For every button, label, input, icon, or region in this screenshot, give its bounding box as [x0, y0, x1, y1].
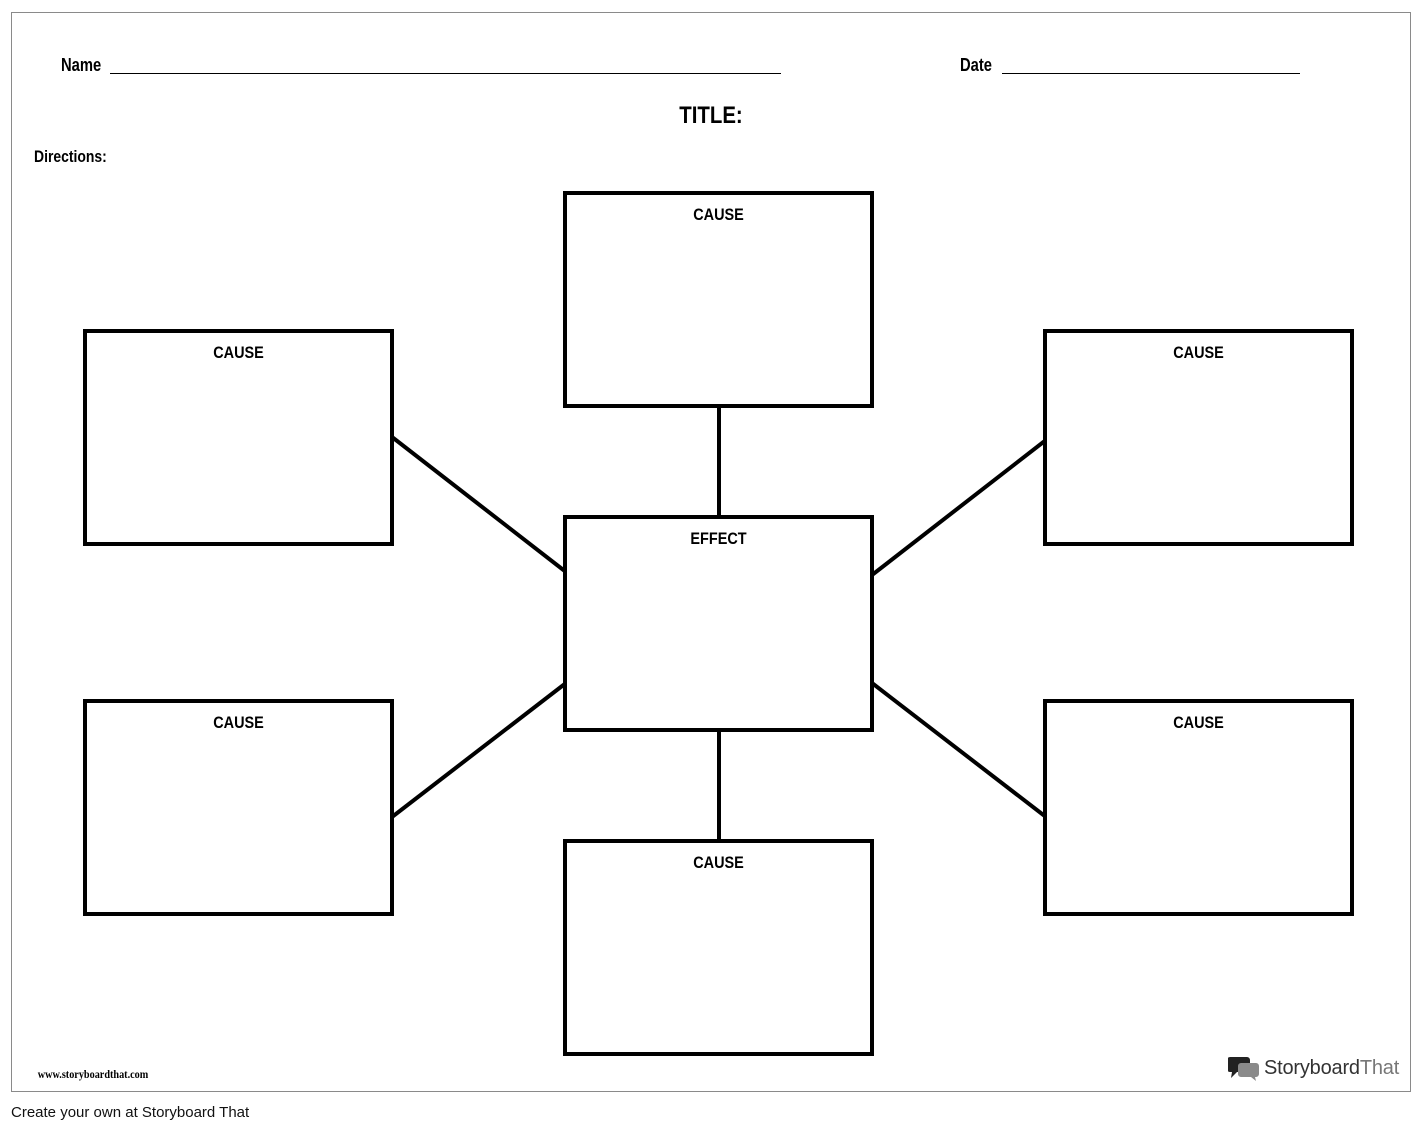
cause-box-upper-right[interactable]: CAUSE — [1043, 329, 1354, 546]
storyboardthat-logo[interactable]: StoryboardThat — [1228, 1055, 1399, 1081]
speech-bubbles-icon — [1228, 1057, 1259, 1081]
cause-label: CAUSE — [1173, 713, 1224, 732]
logo-text-light: That — [1359, 1056, 1400, 1079]
cause-box-upper-left[interactable]: CAUSE — [83, 329, 394, 546]
connector-lower-left — [390, 681, 568, 819]
worksheet: Name Date TITLE: Directions: CAUSE CAUSE… — [11, 12, 1411, 1092]
name-line — [110, 73, 781, 74]
date-line — [1002, 73, 1300, 74]
effect-label: EFFECT — [690, 529, 747, 548]
logo-text: StoryboardThat — [1264, 1057, 1399, 1080]
credit-link[interactable]: Create your own at Storyboard That — [11, 1104, 250, 1121]
cause-box-top[interactable]: CAUSE — [563, 191, 874, 408]
directions-label: Directions: — [34, 147, 107, 166]
cause-label: CAUSE — [213, 343, 264, 362]
connector-lines — [390, 407, 1048, 842]
cause-box-lower-right[interactable]: CAUSE — [1043, 699, 1354, 916]
effect-box[interactable]: EFFECT — [563, 515, 874, 732]
cause-label: CAUSE — [693, 205, 744, 224]
site-url[interactable]: www.storyboardthat.com — [37, 1067, 149, 1081]
connector-upper-left — [390, 435, 568, 574]
name-label: Name — [61, 55, 102, 75]
connector-upper-right — [870, 438, 1048, 577]
cause-label: CAUSE — [1173, 343, 1224, 362]
cause-label: CAUSE — [213, 713, 264, 732]
logo-text-dark: Storyboard — [1264, 1056, 1360, 1079]
date-label: Date — [960, 55, 992, 75]
cause-box-bottom[interactable]: CAUSE — [563, 839, 874, 1056]
cause-label: CAUSE — [693, 853, 744, 872]
cause-box-lower-left[interactable]: CAUSE — [83, 699, 394, 916]
connector-lower-right — [870, 681, 1048, 819]
page-title: TITLE: — [679, 102, 743, 129]
